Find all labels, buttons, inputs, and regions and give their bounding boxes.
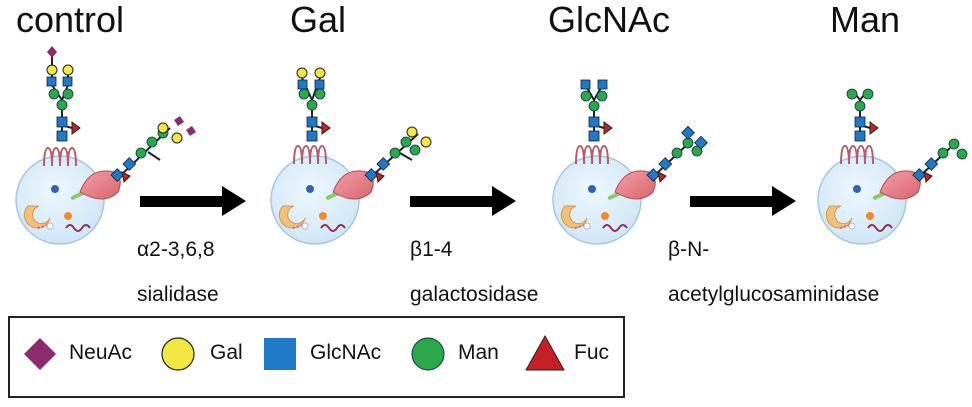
stage-title-man: Man [830, 0, 901, 40]
legend-label-man: Man [458, 341, 499, 364]
glycan-vertical-man [846, 88, 879, 142]
stage-title-glcnac: GlcNAc [548, 0, 671, 40]
stage-title-gal: Gal [290, 0, 347, 40]
enzyme-3-line1: β-N- [668, 238, 710, 261]
stage-title-control: control [16, 0, 125, 40]
legend-label-glcnac: GlcNAc [310, 341, 382, 364]
legend-label-gal: Gal [210, 341, 243, 364]
enzyme-3-line2: acetylglucosaminidase [668, 283, 880, 306]
arrow-2 [410, 186, 516, 216]
legend-label-neuac: NeuAc [69, 341, 133, 364]
glycan-diagonal-glcnac [646, 125, 708, 184]
legend-glcnac-icon [264, 338, 296, 370]
glycan-diagonal-gal [364, 126, 432, 184]
arrow-3 [690, 186, 796, 216]
enzyme-1-line2: sialidase [137, 283, 219, 306]
glycan-diagonal-control [110, 116, 196, 184]
glycan-diagonal-man [912, 138, 968, 184]
enzyme-2-line1: β1-4 [410, 238, 453, 261]
cell-man [817, 145, 921, 245]
legend [8, 316, 625, 398]
enzyme-1-line1: α2-3,6,8 [137, 238, 215, 261]
glycan-vertical-control [46, 46, 81, 142]
arrow-1 [140, 186, 246, 216]
cell-glcnac [552, 145, 656, 245]
glycan-vertical-glcnac [580, 79, 613, 142]
legend-neuac-icon [24, 338, 56, 370]
enzyme-2-line2: galactosidase [410, 283, 539, 306]
legend-man-icon [411, 337, 445, 371]
cell-gal [270, 145, 374, 245]
glycan-vertical-gal [296, 67, 331, 142]
legend-gal-icon [161, 337, 195, 371]
cell-control [15, 147, 121, 245]
legend-fuc-icon [525, 334, 565, 371]
legend-label-fuc: Fuc [574, 341, 610, 364]
